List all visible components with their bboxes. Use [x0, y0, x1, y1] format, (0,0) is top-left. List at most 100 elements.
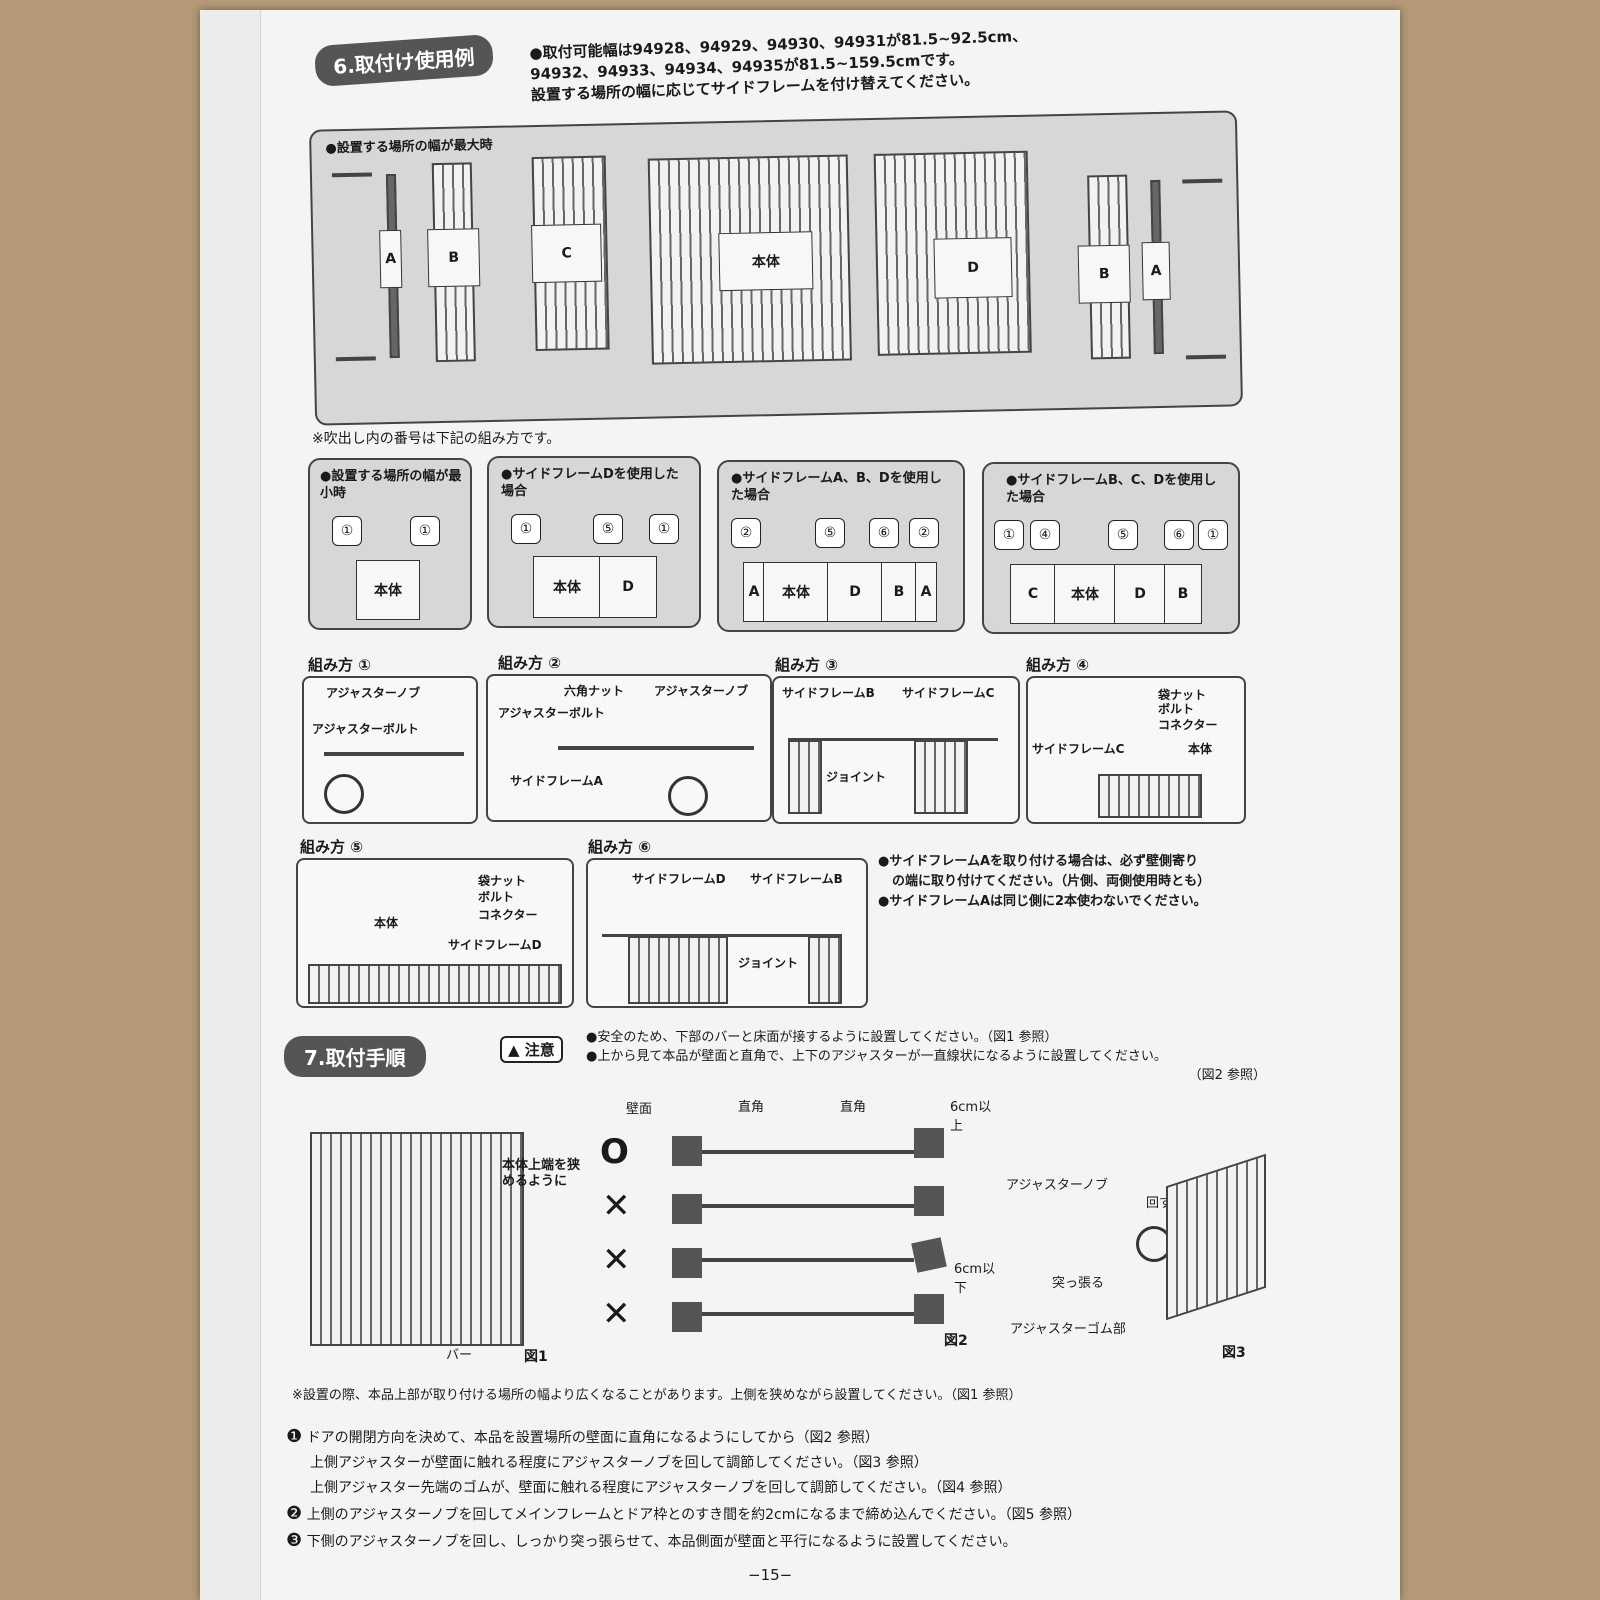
right-angle-label-1: 直角 [738, 1100, 765, 1115]
step-num-icon: ❷ [286, 1503, 303, 1524]
max-width-panel: ●設置する場所の幅が最大時 A B C 本体 D B A [309, 110, 1243, 426]
wall-right-2 [914, 1186, 944, 1216]
adjuster-bolt-bottom-left [335, 356, 376, 362]
adjuster-bolt-top-left [331, 172, 372, 178]
main-body-label: 本体 [1188, 742, 1213, 756]
assembly-2-panel: 六角ナット アジャスターノブ アジャスターボルト サイドフレームA [486, 674, 772, 822]
wrong-mark-2: ✕ [602, 1240, 631, 1280]
adjuster-bolt-bottom-right [1185, 354, 1226, 360]
main-body-label: 本体 [374, 916, 399, 930]
assembly-2-title: 組み方 ② [498, 654, 561, 672]
steps: ❶ ドアの開閉方向を決めて、本品を設置場所の壁面に直角になるようにしてから（図2… [286, 1424, 1286, 1555]
box-main-body: 本体 [763, 562, 829, 622]
figure-3: アジャスターノブ 回す 突っ張る アジャスターゴム部 図3 [1000, 1150, 1270, 1361]
adjuster-bolt-label: アジャスターボルト [498, 706, 605, 720]
gap-over-label: 6cm以上 [950, 1100, 992, 1134]
assembly-3-panel: サイドフレームB サイドフレームC ジョイント [772, 676, 1020, 824]
label-b-right: B [1077, 244, 1131, 304]
side-frame-b-drawing [808, 936, 842, 1004]
bubble-4: ② [909, 518, 939, 548]
install-note: ※設置の際、本品上部が取り付ける場所の幅より広くなることがあります。上側を狭めな… [292, 1388, 1022, 1403]
box-b: B [1164, 564, 1202, 624]
hex-nut-label: 六角ナット [564, 684, 625, 698]
joint-drawing [602, 934, 842, 937]
bubble-4: ⑥ [1164, 520, 1194, 550]
cap-nut-label: 袋ナット [478, 874, 527, 888]
step-3: ❸ 下側のアジャスターノブを回し、しっかり突っ張らせて、本品側面が壁面と平行にな… [286, 1528, 1286, 1555]
step-num-icon: ❸ [286, 1530, 303, 1551]
bolt-label: ボルト [1158, 702, 1195, 716]
config-abd-label: ●サイドフレームA、B、Dを使用した場合 [731, 471, 942, 503]
config-min-label: ●設置する場所の幅が最小時 [320, 469, 462, 501]
cap-nut-label: 袋ナット [1158, 688, 1207, 702]
step-text: ドアの開閉方向を決めて、本品を設置場所の壁面に直角になるようにしてから（図2 参… [306, 1430, 879, 1446]
bubble-2: ① [410, 516, 440, 546]
adjuster-bar-2 [702, 1204, 914, 1208]
adjuster-bar-3 [702, 1258, 914, 1262]
gate-drawing [310, 1132, 524, 1346]
config-abd-panel: ●サイドフレームA、B、Dを使用した場合 ② ⑤ ⑥ ② A 本体 D B A [717, 460, 965, 632]
adjuster-knob-label: アジャスターノブ [326, 686, 421, 700]
bubble-2: ④ [1030, 520, 1060, 550]
wall-right-3 [911, 1237, 947, 1273]
caution-2: ●上から見て本品が壁面と直角で、上下のアジャスターが一直線状になるように設置して… [586, 1049, 1167, 1064]
config-min-panel: ●設置する場所の幅が最小時 ① ① 本体 [308, 458, 472, 630]
step-text: 下側のアジャスターノブを回し、しっかり突っ張らせて、本品側面が壁面と平行になるよ… [306, 1534, 1017, 1550]
bubble-2: ⑤ [593, 514, 623, 544]
box-main-body: 本体 [356, 560, 420, 620]
box-a-right: A [915, 562, 937, 622]
caution-1: ●安全のため、下部のバーと床面が接するように設置してください。（図1 参照） [586, 1030, 1058, 1045]
adjuster-bolt-label: アジャスターボルト [312, 722, 419, 736]
figure-1: 本体上端を狭めるように バー 図1 [296, 1110, 596, 1370]
assembly-4-title: 組み方 ④ [1026, 656, 1089, 674]
fig2-caption: 図2 [944, 1333, 968, 1349]
bubble-5: ① [1198, 520, 1228, 550]
brace-label: 突っ張る [1052, 1276, 1105, 1291]
step-2: ❷ 上側のアジャスターノブを回してメインフレームとドア枠とのすき間を約2cmにな… [286, 1501, 1286, 1528]
turn-label: 回す [1146, 1196, 1173, 1211]
max-width-label: ●設置する場所の幅が最大時 [325, 137, 493, 157]
box-b: B [881, 562, 917, 622]
wall-left-1 [672, 1136, 702, 1166]
side-frame-c-label: サイドフレームC [902, 686, 995, 700]
assembly-4-panel: 袋ナット ボルト コネクター サイドフレームC 本体 [1026, 676, 1246, 824]
step-text: 上側アジャスター先端のゴムが、壁面に触れる程度にアジャスターノブを回して調節して… [310, 1480, 1012, 1496]
assembly-6-panel: サイドフレームD サイドフレームB ジョイント [586, 858, 868, 1008]
side-note-3: ●サイドフレームAは同じ側に2本使わないでください。 [878, 894, 1207, 909]
caution-3: （図2 参照） [1188, 1068, 1266, 1083]
figure-2: 壁面 直角 直角 6cm以上 6cm以下 O ✕ ✕ ✕ 図2 [600, 1096, 1000, 1356]
label-c: C [531, 223, 603, 284]
config-d-label: ●サイドフレームDを使用した場合 [501, 467, 679, 499]
adjuster-bolt-drawing [324, 752, 464, 756]
assembly-6-title: 組み方 ⑥ [588, 838, 651, 856]
joint-label: ジョイント [826, 770, 887, 784]
box-a: A [743, 562, 765, 622]
box-main-body: 本体 [533, 556, 601, 618]
narrow-top-label: 本体上端を狭めるように [502, 1158, 581, 1189]
wall-label: 壁面 [626, 1102, 653, 1117]
box-c: C [1010, 564, 1056, 624]
side-frame-d-label: サイドフレームD [632, 872, 726, 886]
box-main-body: 本体 [1054, 564, 1116, 624]
side-note-1: ●サイドフレームAを取り付ける場合は、必ず壁側寄り [878, 854, 1199, 869]
side-frame-c-label: サイドフレームC [1032, 742, 1125, 756]
side-frame-b-label: サイドフレームB [782, 686, 875, 700]
wall-right-4 [914, 1294, 944, 1324]
label-d: D [933, 237, 1013, 299]
step-text: 上側のアジャスターノブを回してメインフレームとドア枠とのすき間を約2cmになるま… [306, 1507, 1081, 1523]
page-number: −15− [748, 1566, 793, 1584]
side-frame-d-drawing [628, 936, 728, 1004]
adjuster-bar-1 [702, 1150, 914, 1154]
bubble-2: ⑤ [815, 518, 845, 548]
bubble-3: ⑥ [869, 518, 899, 548]
caution-label: 注意 [524, 1041, 555, 1059]
fig3-caption: 図3 [1222, 1345, 1246, 1361]
side-frame-a-label: サイドフレームA [510, 774, 603, 788]
side-frame-notes: ●サイドフレームAを取り付ける場合は、必ず壁側寄り の端に取り付けてください。（… [878, 852, 1298, 912]
adjuster-knob-label: アジャスターノブ [654, 684, 749, 698]
bubble-1: ① [994, 520, 1024, 550]
side-frame-c-drawing [1098, 774, 1202, 818]
step-text: 上側アジャスターが壁面に触れる程度にアジャスターノブを回して調節してください。（… [310, 1455, 928, 1471]
bar-label: バー [446, 1348, 473, 1363]
adjuster-bolt-drawing [558, 746, 754, 750]
